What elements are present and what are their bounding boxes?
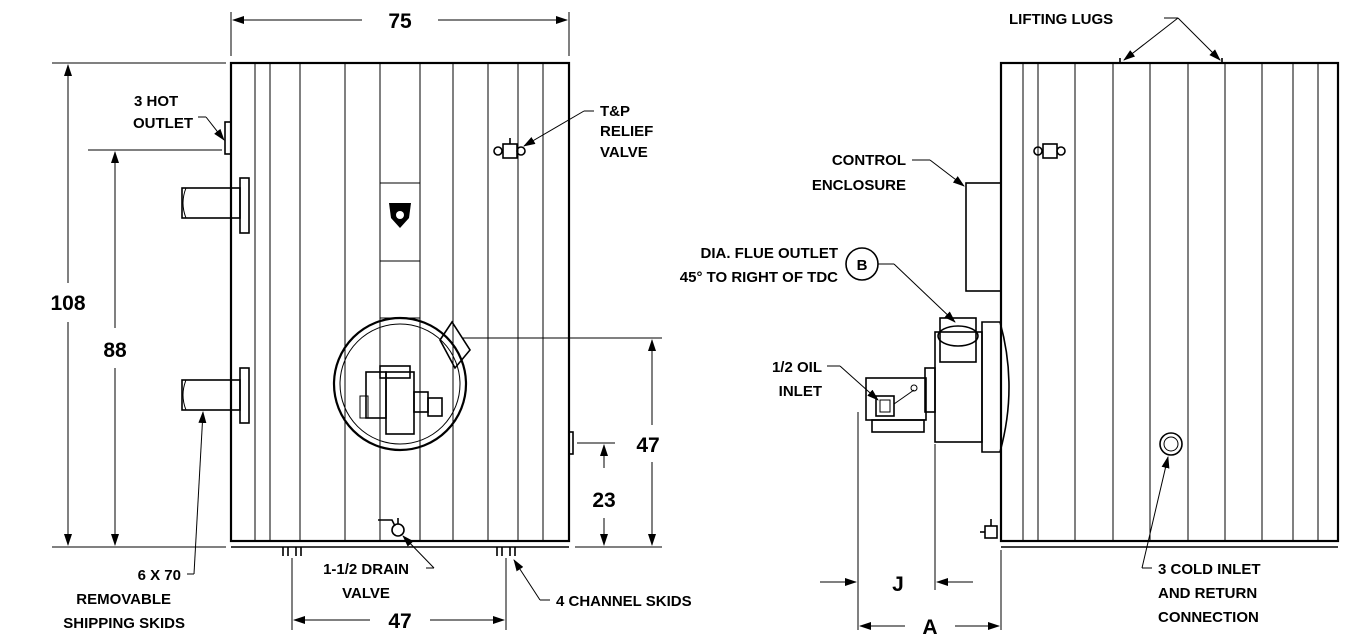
dim-height — [52, 62, 226, 548]
side-panel-lines — [1022, 63, 1319, 541]
cold-inlet-icon — [1159, 432, 1183, 456]
side-tank-body — [999, 61, 1340, 543]
svg-text:REMOVABLE: REMOVABLE — [76, 591, 171, 608]
hot-outlet-callout: 3 HOT OUTLET — [133, 93, 225, 141]
svg-text:DIA. FLUE OUTLET: DIA. FLUE OUTLET — [701, 245, 839, 262]
side-drain-valve-icon — [980, 519, 998, 539]
svg-text:LIFTING LUGS: LIFTING LUGS — [1009, 11, 1113, 28]
dim-burner-height — [462, 337, 662, 548]
dim-skid-spacing — [291, 558, 507, 630]
logo-strip — [379, 182, 421, 262]
svg-text:T&P: T&P — [600, 103, 630, 120]
flue-outlet-callout: DIA. FLUE OUTLET 45° TO RIGHT OF TDC B — [680, 245, 956, 323]
dim-width — [230, 12, 570, 56]
side-tp-valve-icon — [1033, 143, 1066, 159]
dim-j-label: J — [892, 573, 904, 596]
dim-outlet-height — [88, 149, 222, 546]
svg-text:CONNECTION: CONNECTION — [1158, 609, 1259, 626]
svg-text:INLET: INLET — [779, 383, 822, 400]
svg-text:3 COLD INLET: 3 COLD INLET — [1158, 561, 1261, 578]
lifting-lugs-callout: LIFTING LUGS — [1009, 11, 1221, 61]
shipping-skids-callout: 6 X 70 REMOVABLE SHIPPING SKIDS — [63, 411, 207, 632]
svg-text:CONTROL: CONTROL — [832, 152, 906, 169]
dim-tp-height — [577, 442, 615, 546]
side-burner-assembly — [865, 317, 1010, 453]
hot-outlet-stub — [224, 121, 232, 155]
dim-burner-height-label: 47 — [636, 434, 659, 457]
svg-text:VALVE: VALVE — [600, 144, 648, 161]
control-enclosure-callout: CONTROL ENCLOSURE — [812, 152, 965, 194]
svg-text:6 X 70: 6 X 70 — [138, 567, 181, 584]
burner-assembly — [332, 316, 471, 452]
tp-valve-callout: T&P RELIEF VALVE — [523, 103, 653, 161]
svg-text:1-1/2 DRAIN: 1-1/2 DRAIN — [323, 561, 409, 578]
dim-a-label: A — [922, 616, 937, 635]
logo-icon — [389, 203, 411, 228]
drain-valve-callout: 1-1/2 DRAIN VALVE — [323, 535, 435, 602]
front-panel-lines — [254, 63, 544, 541]
dim-outlet-height-label: 88 — [103, 339, 127, 362]
side-view: J A LIFTING LUGS CONTROL ENCLOSURE DIA. … — [680, 11, 1340, 635]
svg-text:1/2 OIL: 1/2 OIL — [772, 359, 822, 376]
hot-outlet-pipe-upper — [181, 177, 250, 234]
svg-text:SHIPPING SKIDS: SHIPPING SKIDS — [63, 615, 185, 632]
svg-text:ENCLOSURE: ENCLOSURE — [812, 177, 906, 194]
channel-skids — [282, 547, 516, 556]
dim-a — [859, 550, 1002, 630]
hot-outlet-pipe-lower — [181, 367, 250, 424]
svg-text:45° TO RIGHT OF TDC: 45° TO RIGHT OF TDC — [680, 269, 838, 286]
dim-tp-height-label: 23 — [592, 489, 615, 512]
tp-relief-valve-icon — [493, 138, 526, 159]
dim-height-label: 108 — [50, 292, 85, 315]
svg-text:RELIEF: RELIEF — [600, 123, 653, 140]
dim-width-label: 75 — [388, 10, 412, 33]
dim-skid-spacing-label: 47 — [388, 610, 411, 633]
flue-callout-label: B — [857, 257, 868, 274]
svg-text:OUTLET: OUTLET — [133, 115, 193, 132]
svg-text:VALVE: VALVE — [342, 585, 390, 602]
svg-text:3 HOT: 3 HOT — [134, 93, 178, 110]
drain-valve-icon — [378, 518, 405, 537]
oil-inlet-callout: 1/2 OIL INLET — [772, 359, 879, 401]
cold-inlet-callout: 3 COLD INLET AND RETURN CONNECTION — [1141, 456, 1261, 626]
svg-text:4 CHANNEL SKIDS: 4 CHANNEL SKIDS — [556, 593, 692, 610]
front-view: 75 108 88 47 23 — [50, 10, 691, 633]
channel-skids-callout: 4 CHANNEL SKIDS — [513, 559, 692, 610]
dim-j — [820, 412, 973, 630]
control-enclosure — [965, 182, 1002, 292]
svg-text:AND RETURN: AND RETURN — [1158, 585, 1257, 602]
